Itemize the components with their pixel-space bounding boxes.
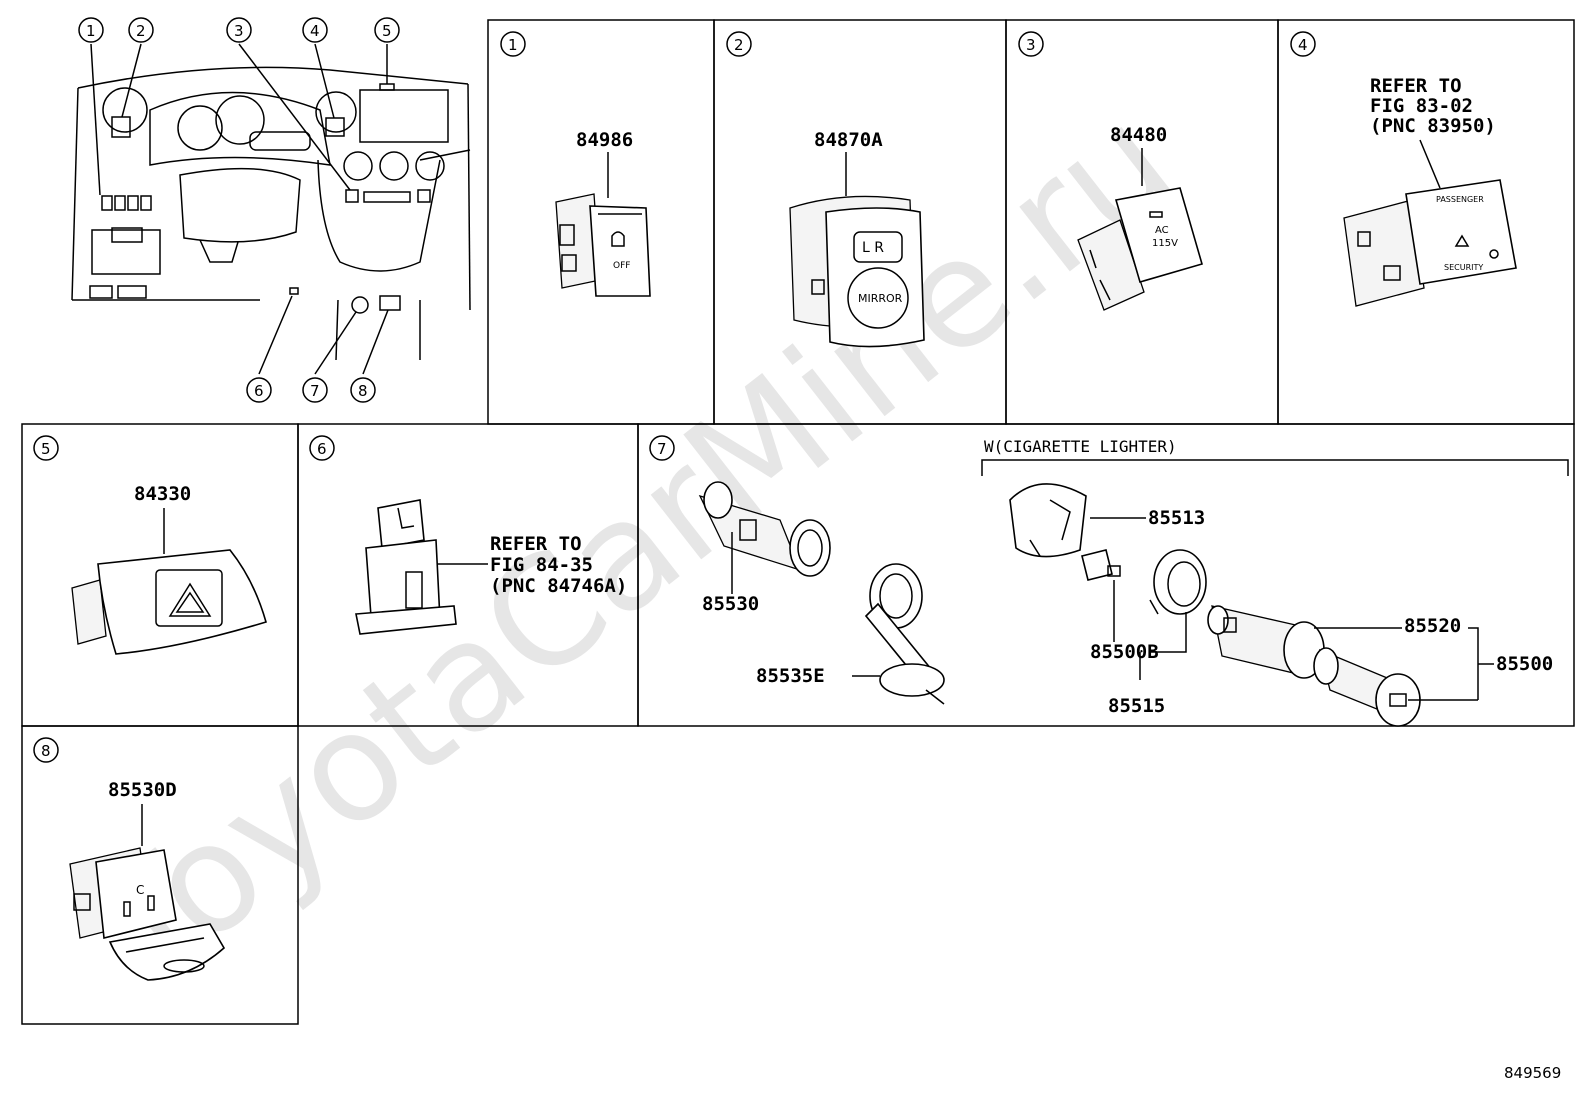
panel-8-number: 8	[41, 742, 51, 760]
ac-switch-volt: 115V	[1152, 238, 1178, 249]
indicator-passenger-text: PASSENGER	[1436, 195, 1484, 204]
figure-number: 849569	[1504, 1064, 1561, 1082]
part-label-85530D: 85530D	[108, 779, 177, 801]
overview-callout-6-num: 6	[254, 382, 264, 400]
panel-3-number: 3	[1026, 36, 1036, 54]
overview-callout-2: 2	[128, 17, 154, 43]
panel-5-number: 5	[41, 440, 51, 458]
panel-8: 8 85530D C	[33, 737, 226, 981]
overview-callout-7-num: 7	[310, 382, 320, 400]
part-label-84330: 84330	[134, 483, 191, 505]
overview-callout-1-num: 1	[86, 22, 96, 40]
overview-callout-1: 1	[78, 17, 104, 43]
panel-3: 3 84480 AC 115V	[1018, 31, 1203, 311]
panel-frame-7	[637, 423, 1575, 727]
vsc-off-switch: OFF	[555, 193, 651, 297]
ac-switch-text: AC	[1155, 225, 1169, 236]
courtesy-switch	[355, 499, 457, 635]
panel-6-number: 6	[317, 440, 327, 458]
bulb-85500B	[1081, 549, 1121, 581]
overview-callout-4: 4	[302, 17, 328, 43]
panel-7: 7 W(CIGARETTE LIGHTER) 85530 85535E	[649, 435, 1569, 727]
overview-callout-3-num: 3	[234, 22, 244, 40]
indicator-security-text: SECURITY	[1444, 263, 1483, 272]
socket-c-mark: C	[136, 883, 144, 897]
hazard-switch	[71, 549, 267, 655]
passenger-airbag-indicator: PASSENGER SECURITY	[1343, 179, 1517, 307]
panel-5: 5 84330	[33, 435, 267, 655]
dashboard-overview: 1 2 3 4 5 6 7 8	[71, 17, 471, 403]
svg-text:OFF: OFF	[613, 261, 630, 271]
overview-callout-6: 6	[246, 377, 272, 403]
lighter-ring	[1149, 549, 1207, 615]
mirror-switch: L R MIRROR	[789, 195, 925, 348]
panel-frame-8	[21, 725, 299, 1025]
socket-cap-85535E	[864, 563, 945, 705]
part-label-85535E: 85535E	[756, 665, 825, 687]
overview-callout-8: 8	[350, 377, 376, 403]
panel-1-number: 1	[508, 36, 518, 54]
accessory-socket-85530D: C	[69, 847, 226, 981]
panel-4-refer-line1: REFER TO	[1370, 75, 1462, 97]
part-label-84870A: 84870A	[814, 129, 883, 151]
part-label-85530: 85530	[702, 593, 759, 615]
overview-callout-7: 7	[302, 377, 328, 403]
overview-callout-3: 3	[226, 17, 252, 43]
cigarette-lighter-group-label: W(CIGARETTE LIGHTER)	[984, 437, 1177, 456]
panel-6-refer-line3: (PNC 84746A)	[490, 575, 627, 597]
panel-4-refer-line3: (PNC 83950)	[1370, 115, 1496, 137]
part-label-85513: 85513	[1148, 507, 1205, 529]
panel-1: 1 84986 OFF	[500, 31, 651, 297]
panel-4: 4 REFER TO FIG 83-02 (PNC 83950) PASSENG…	[1290, 31, 1517, 307]
part-label-84986: 84986	[576, 129, 633, 151]
panel-7-number: 7	[657, 440, 667, 458]
mirror-switch-label: MIRROR	[858, 292, 903, 305]
panel-6-refer-line2: FIG 84-35	[490, 554, 593, 576]
part-label-84480: 84480	[1110, 124, 1167, 146]
part-label-85515: 85515	[1108, 695, 1165, 717]
mirror-switch-lr: L R	[862, 240, 884, 256]
panel-6-refer-line1: REFER TO	[490, 533, 582, 555]
panel-4-number: 4	[1298, 36, 1308, 54]
lighter-plug	[1313, 647, 1421, 727]
overview-callout-8-num: 8	[358, 382, 368, 400]
panel-2-number: 2	[734, 36, 744, 54]
lighter-housing-85513	[1009, 483, 1087, 558]
part-label-85500B: 85500B	[1090, 641, 1159, 663]
overview-callout-2-num: 2	[136, 22, 146, 40]
panel-4-refer-line2: FIG 83-02	[1370, 95, 1473, 117]
part-label-85520: 85520	[1404, 615, 1461, 637]
panel-6: 6 REFER TO FIG 84-35 (PNC 84746A)	[309, 435, 627, 635]
panel-2: 2 84870A L R MIRROR	[726, 31, 925, 348]
power-socket-85530	[698, 481, 831, 577]
overview-callout-5-num: 5	[382, 22, 392, 40]
ac-outlet-switch: AC 115V	[1077, 187, 1203, 311]
lighter-socket-85520	[1207, 605, 1325, 679]
overview-callout-4-num: 4	[310, 22, 320, 40]
overview-callout-5: 5	[374, 17, 400, 43]
part-label-85500: 85500	[1496, 653, 1553, 675]
